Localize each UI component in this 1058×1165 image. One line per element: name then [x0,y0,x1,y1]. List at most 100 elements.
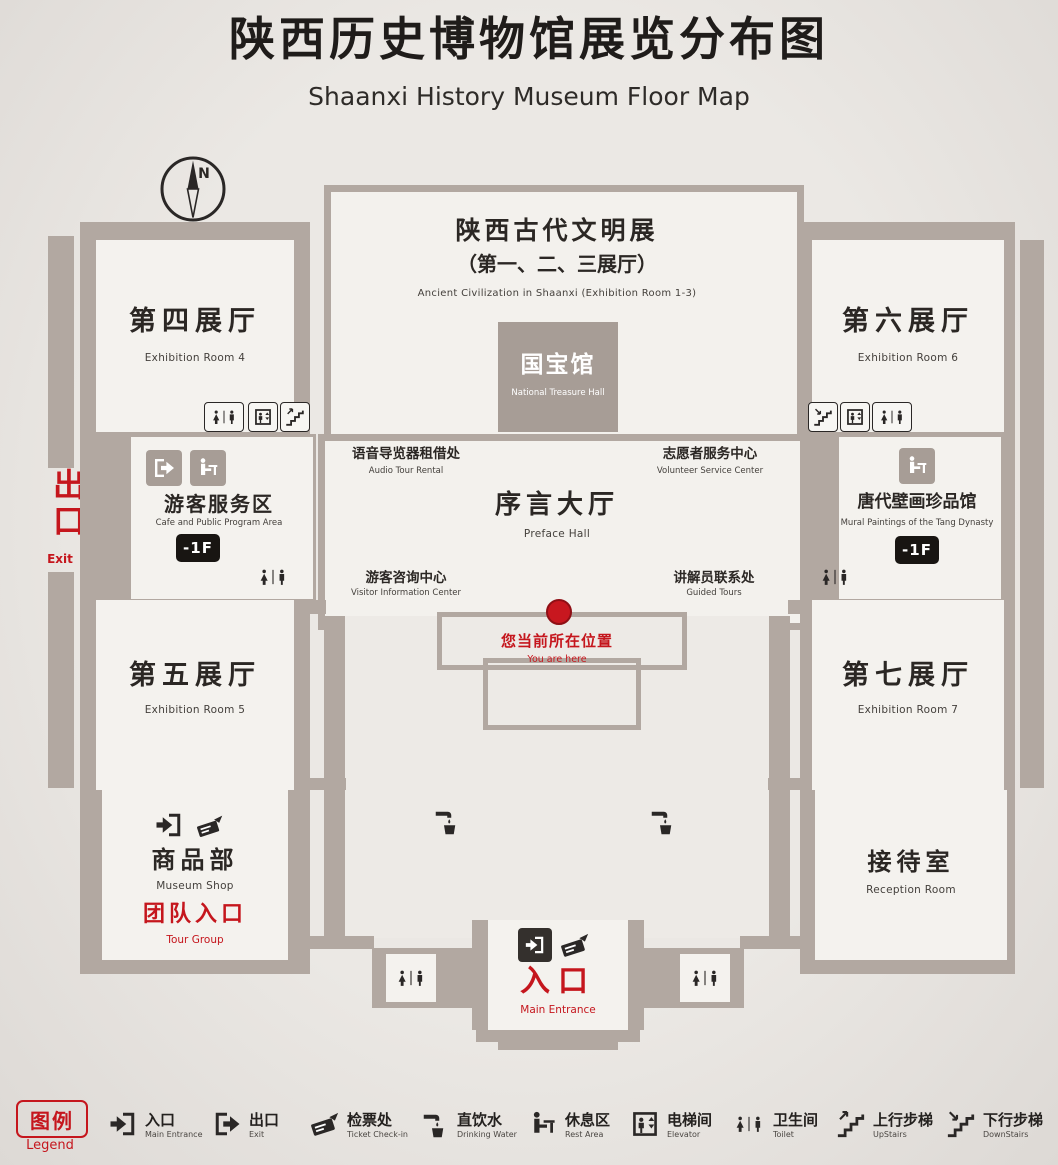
ancient-civilization-label-zh1: 陕西古代文明展 [455,216,659,245]
reception-room-label-en: Reception Room [866,884,956,896]
audio-tour-rental-label-zh: 语音导览器租借处 [352,446,460,462]
entrance-outer-step [498,1042,618,1050]
north-arrow-icon [158,154,228,224]
guided-tours-label-en: Guided Tours [686,588,742,598]
tour-group-entrance-label-zh: 团队入口 [142,902,247,927]
main-entrance-label-zh: 入口 [520,964,596,999]
compass-north-label: N [198,166,210,182]
exhibition-room-4 [96,240,294,432]
you-are-here-label-en: You are here [527,654,587,665]
reception-room-label-zh: 接待室 [867,848,955,876]
preface-hall-label-zh: 序言大厅 [494,490,619,520]
exit-icon [212,1109,242,1139]
exhibition-room-5-label-en: Exhibition Room 5 [144,704,246,716]
wall-connector [308,600,326,614]
wall-connector [288,936,374,949]
elevator-icon [630,1109,660,1139]
exhibition-room-5-label-zh: 第五展厅 [129,660,261,691]
visitor-info-center-label-zh: 游客咨询中心 [365,570,447,586]
ticket-check-icon [310,1109,340,1139]
ticket-check-icon [196,812,224,840]
drinking-water-icon [420,1109,450,1139]
reception-room [815,790,1007,960]
stairs-up-icon [836,1109,866,1139]
toilet-icon [386,954,436,1002]
visitor-info-center-label-en: Visitor Information Center [350,588,462,598]
exhibition-room-5 [96,600,294,790]
volunteer-service-label-zh: 志愿者服务中心 [662,446,758,462]
legend-title-zh: 图例 [16,1100,88,1138]
ancient-civilization-label-en: Ancient Civilization in Shaanxi (Exhibit… [417,288,697,299]
toilet-icon [204,402,244,432]
wall-connector [294,778,346,790]
floor-badge-minus-1f: -1F [895,536,939,564]
main-entrance-icon [518,928,552,962]
toilet-icon [872,402,912,432]
drinking-water-icon [648,806,678,836]
guided-tours-label-zh: 讲解员联系处 [673,570,755,586]
toilet-icon [680,954,730,1002]
visitor-service-label-en: Cafe and Public Program Area [155,518,283,528]
elevator-icon [840,402,870,432]
museum-shop-label-en: Museum Shop [156,880,234,892]
courtyard-wall-left [324,616,345,938]
exit-door-icon [146,450,182,486]
entrance-wall-right [628,920,644,1030]
exit-label-en: Exit [47,552,73,566]
toilet-icon [818,568,852,586]
you-are-here-dot [546,599,572,625]
entrance-outer-step [476,1030,640,1042]
exhibition-room-4-label-en: Exhibition Room 4 [144,352,246,364]
page-title: 陕西历史博物馆展览分布图 [229,12,829,66]
museum-shop-label-zh: 商品部 [151,846,239,874]
museum-shop-area [102,790,288,960]
page-subtitle: Shaanxi History Museum Floor Map [308,82,750,111]
national-treasure-hall-label-en: National Treasure Hall [511,388,605,398]
toilet-icon [256,568,290,586]
right-outer-wall [1020,240,1044,788]
cafe-rest-icon [190,450,226,486]
left-outer-wall-top [48,236,74,468]
escalator-rest-icon [899,448,935,484]
exit-label-zh: 出口 [48,468,86,540]
tour-group-entrance-label-en: Tour Group [166,934,224,946]
courtyard-wall-right [769,616,790,938]
mural-paintings-label-zh: 唐代壁画珍品馆 [857,492,977,512]
exhibition-room-6-label-en: Exhibition Room 6 [857,352,959,364]
exhibition-room-4-label-zh: 第四展厅 [129,306,261,337]
elevator-icon [248,402,278,432]
left-outer-wall-bottom [48,572,74,788]
exhibition-room-6-label-zh: 第六展厅 [842,306,974,337]
stairs-down-icon [946,1109,976,1139]
stairs-down-icon [808,402,838,432]
visitor-service-label-zh: 游客服务区 [164,492,274,516]
exhibition-room-7-label-zh: 第七展厅 [842,660,974,691]
preface-hall-label-en: Preface Hall [523,528,591,540]
national-treasure-hall [498,322,618,432]
main-entrance-icon [108,1109,138,1139]
main-entrance-icon [154,810,184,840]
entry-steps-lower [483,658,641,730]
main-entrance-label-en: Main Entrance [520,1004,596,1016]
ancient-civilization-label-zh2: （第一、二、三展厅） [457,252,657,276]
stairs-up-icon [280,402,310,432]
ticket-check-icon [560,930,590,960]
rest-area-icon [528,1109,558,1139]
national-treasure-hall-label-zh: 国宝馆 [520,352,596,378]
mural-paintings-label-en: Mural Paintings of the Tang Dynasty [840,518,994,528]
audio-tour-rental-label-en: Audio Tour Rental [368,466,444,476]
volunteer-service-label-en: Volunteer Service Center [656,466,764,476]
drinking-water-icon [432,806,462,836]
exhibition-room-7 [812,600,1004,790]
exhibition-room-7-label-en: Exhibition Room 7 [857,704,959,716]
